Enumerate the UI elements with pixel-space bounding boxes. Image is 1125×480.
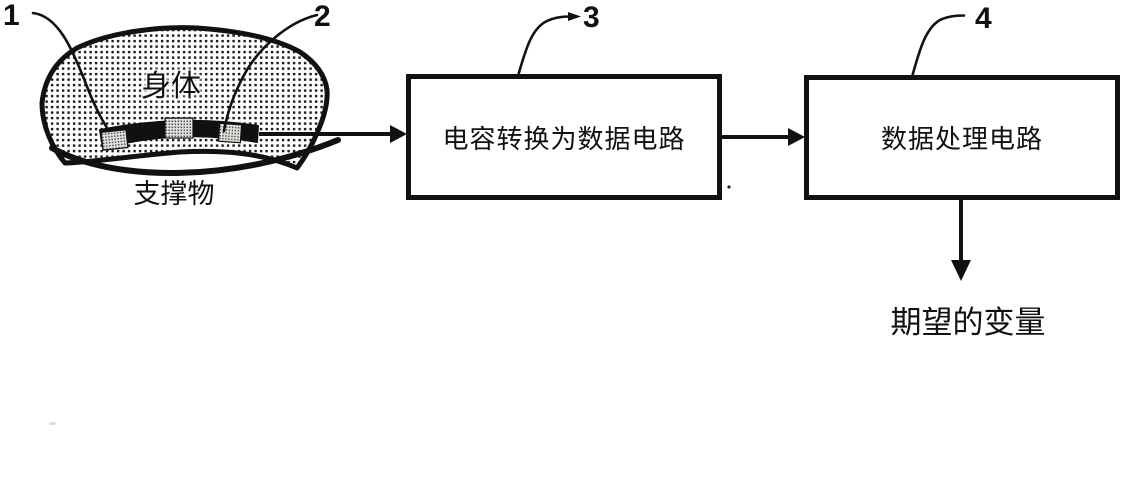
faint-smudge [49,422,56,425]
body-label: 身体 [141,70,201,103]
arrow-right-icon [390,125,407,143]
arrow-right-icon [788,128,805,146]
leader-line-3 [516,15,572,78]
leader-line-2 [222,13,319,133]
ink-speck [727,185,731,189]
ref-label-4: 4 [975,2,992,35]
support-arc [49,137,341,176]
leader-line-4 [910,14,966,79]
sensor-pad-right [217,122,243,144]
output-variable-label: 期望的变量 [890,305,1046,340]
box-capacitance-to-data-circuit: 电容转换为数据电路 [406,74,722,200]
ref-label-1: 1 [3,0,20,32]
ref-label-3: 3 [583,1,600,34]
box-data-processing-circuit: 数据处理电路 [804,75,1120,200]
box3-label: 电容转换为数据电路 [442,124,686,154]
sensor-pad-center [164,117,194,139]
box4-label: 数据处理电路 [880,125,1043,154]
ref-label-2: 2 [314,0,331,33]
leader-3-arrowhead-icon [568,12,581,21]
support-label: 支撑物 [133,179,215,209]
leader-line-1 [31,11,111,133]
arrow-down-icon [951,260,971,281]
sensor-pad-left [100,129,129,151]
